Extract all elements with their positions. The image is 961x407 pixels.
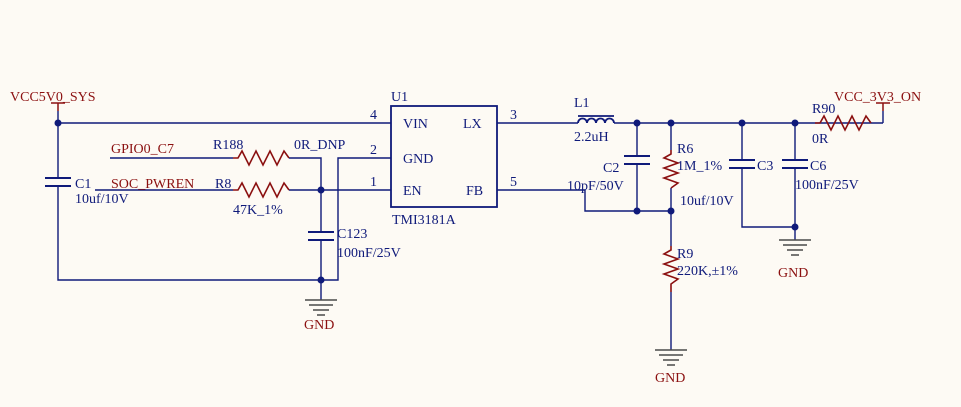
resistor-r90: R90 0R [812, 102, 872, 147]
capacitor-c6: C6 100nF/25V [782, 159, 859, 193]
ground-symbol-middle: GND [655, 349, 687, 386]
vcc5v0-label: VCC5V0_SYS [10, 90, 96, 105]
pin-lx-name: LX [463, 117, 482, 132]
pin-2-number: 2 [370, 143, 377, 158]
pin-en-name: EN [403, 184, 422, 199]
r8-ref: R8 [215, 177, 231, 192]
c2-ref: C2 [603, 161, 619, 176]
ic-ref: U1 [391, 90, 408, 105]
inductor-l1: L1 2.2uH [574, 96, 615, 145]
pin-5-number: 5 [510, 175, 517, 190]
soc-pwren-net-label: SOC_PWREN [111, 177, 194, 192]
l1-ref: L1 [574, 96, 590, 111]
gnd-label-middle: GND [655, 371, 685, 386]
junction-dot [667, 119, 675, 127]
r6-value: 1M_1% [677, 159, 722, 174]
capacitor-c2: C2 10pF/50V [567, 155, 650, 194]
r188-value: 0R_DNP [294, 138, 346, 153]
c123-value: 100nF/25V [337, 246, 401, 261]
resistor-r188: R188 0R_DNP [213, 138, 346, 167]
gnd-label-right: GND [778, 266, 808, 281]
junction-dot [667, 207, 675, 215]
r188-ref: R188 [213, 138, 243, 153]
junction-dot [791, 119, 799, 127]
ic-part: TMI3181A [392, 213, 457, 228]
c6-value: 100nF/25V [795, 178, 859, 193]
r6-ref: R6 [677, 142, 693, 157]
pin-4-number: 4 [370, 108, 377, 123]
ic-body [390, 105, 498, 208]
r90-value: 0R [812, 132, 829, 147]
vcc5v0-power-port: VCC5V0_SYS [10, 90, 96, 111]
c3-ref: C3 [757, 159, 773, 174]
pin-fb-name: FB [466, 184, 483, 199]
c1-value: 10uf/10V [75, 192, 129, 207]
pin-vin-name: VIN [403, 117, 428, 132]
pin-3-number: 3 [510, 108, 517, 123]
junction-dot [633, 119, 641, 127]
c1-ref: C1 [75, 177, 91, 192]
resistor-r6: R6 1M_1% [661, 142, 722, 189]
pin-gnd-name: GND [403, 152, 433, 167]
resistor-r9: R9 220K,±1% [661, 246, 738, 292]
c123-ref: C123 [337, 227, 367, 242]
ground-symbol-left: GND [304, 299, 337, 333]
r9-ref: R9 [677, 247, 693, 262]
junction-dot [317, 186, 325, 194]
junction-dot [791, 223, 799, 231]
vcc3v3-power-port: VCC_3V3_ON [834, 90, 921, 111]
junction-dot [317, 276, 325, 284]
r8-value: 47K_1% [233, 203, 283, 218]
vcc3v3-label: VCC_3V3_ON [834, 90, 921, 105]
r90-ref: R90 [812, 102, 835, 117]
r9-value: 220K,±1% [677, 264, 738, 279]
junction-dot [738, 119, 746, 127]
capacitor-c3: C3 10uf/10V [680, 159, 773, 209]
wires [57, 111, 884, 350]
pin-1-number: 1 [370, 175, 377, 190]
ground-symbol-right: GND [778, 239, 811, 281]
capacitor-c1: C1 10uf/10V [45, 177, 129, 207]
gnd-label-left: GND [304, 318, 334, 333]
gpio-net-label: GPIO0_C7 [111, 142, 174, 157]
junction-dots [54, 119, 799, 284]
capacitor-c123: C123 100nF/25V [308, 227, 401, 261]
c6-ref: C6 [810, 159, 826, 174]
c2-value: 10pF/50V [567, 179, 624, 194]
l1-value: 2.2uH [574, 130, 609, 145]
c3-value: 10uf/10V [680, 194, 734, 209]
junction-dot [54, 119, 62, 127]
ic-u1: U1 TMI3181A VIN GND EN LX FB 4 2 1 3 5 [370, 90, 517, 228]
junction-dot [633, 207, 641, 215]
resistor-r8: R8 47K_1% [215, 177, 290, 218]
